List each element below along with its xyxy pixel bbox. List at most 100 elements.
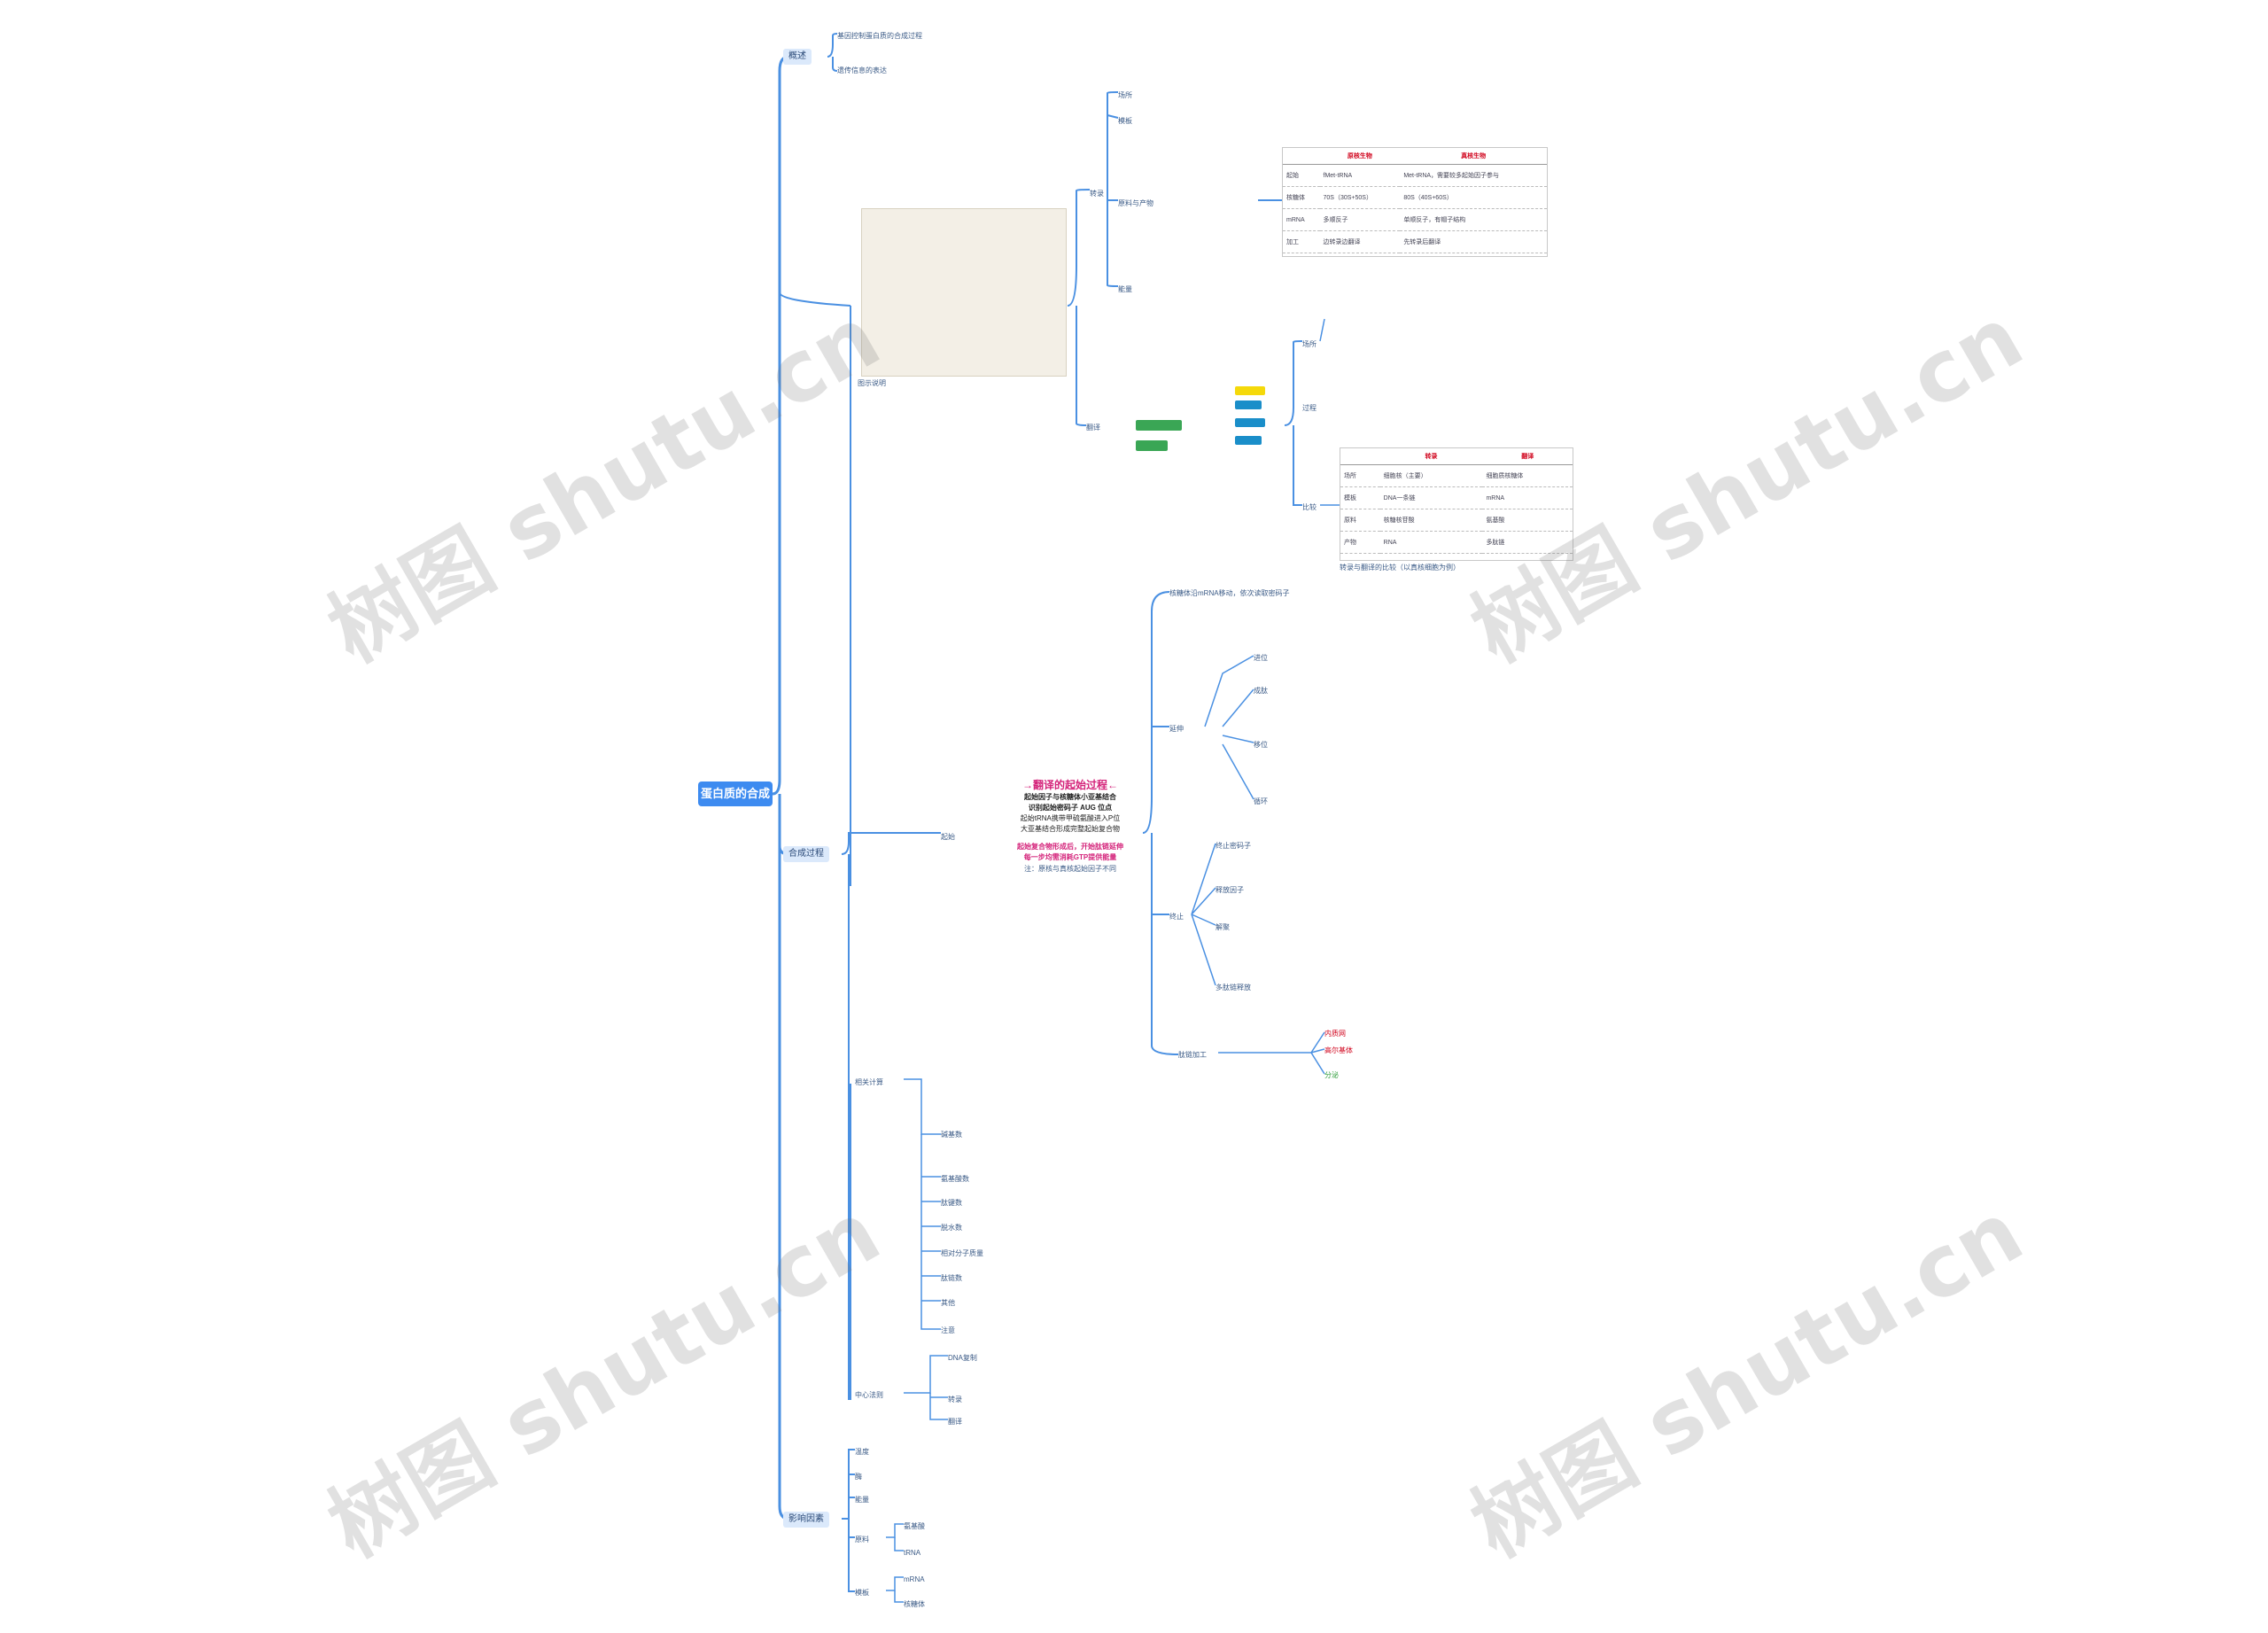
connector-line <box>904 1355 948 1394</box>
leaf-text: 解聚 <box>1216 923 1230 931</box>
connector-line <box>1284 340 1303 426</box>
connector-line <box>1191 914 1216 926</box>
table-header <box>1340 448 1380 465</box>
flow-box <box>1136 420 1182 431</box>
leaf-text: 相对分子质量 <box>941 1249 983 1257</box>
highlight-line: 每一步均需消耗GTP提供能量 <box>1023 853 1117 861</box>
highlight-line: 起始tRNA携带甲硫氨酸进入P位 <box>1020 814 1121 822</box>
leaf-text: 翻译 <box>948 1418 962 1426</box>
diagram-image <box>861 208 1067 377</box>
connector-line <box>894 1537 904 1551</box>
connector-line <box>1222 688 1254 727</box>
connector-line <box>842 1449 855 1520</box>
connector-line <box>1191 887 1216 915</box>
leaf-text: 模板 <box>855 1589 869 1597</box>
leaf-text: 多肽链释放 <box>1216 984 1251 991</box>
highlight-footer: 注：原核与真核起始因子不同 <box>1024 865 1116 873</box>
table-row: 加工边转录边翻译先转录后翻译 <box>1283 230 1547 253</box>
connector-line <box>1319 318 1325 342</box>
connector-line <box>1067 189 1091 307</box>
leaf-text: 核糖体沿mRNA移动，依次读取密码子 <box>1169 589 1290 597</box>
connector-line <box>1222 743 1254 800</box>
leaf-text: 释放因子 <box>1216 886 1244 894</box>
connector-line <box>1222 735 1254 743</box>
leaf-text: 移位 <box>1254 741 1268 749</box>
leaf-text: 肽键数 <box>941 1199 962 1207</box>
connector-line <box>886 1576 904 1591</box>
leaf-text: 比较 <box>1302 503 1317 511</box>
flow-box <box>1235 386 1265 395</box>
connector-line <box>1107 190 1119 287</box>
table-row: 原料核糖核苷酸氨基酸 <box>1340 509 1573 532</box>
connector-line <box>920 1134 941 1330</box>
table-header: 真核生物 <box>1400 148 1547 165</box>
leaf-text: 遗传信息的表达 <box>837 66 887 74</box>
leaf-text: 原料与产物 <box>1118 199 1153 207</box>
leaf-text: 能量 <box>855 1496 869 1504</box>
flow-box <box>1235 418 1265 427</box>
table-row: 场所细胞核（主要）细胞质核糖体 <box>1340 464 1573 487</box>
leaf-text: 中心法则 <box>855 1391 883 1399</box>
leaf-text: 转录 <box>1090 190 1104 198</box>
flow-box <box>1235 436 1262 445</box>
connector-line <box>1293 425 1302 506</box>
branch-node-3[interactable]: 合成过程 <box>783 846 829 862</box>
leaf-text: 温度 <box>855 1448 869 1456</box>
leaf-text: 延伸 <box>1169 725 1184 733</box>
connector-line <box>886 1523 904 1538</box>
leaf-text: 模板 <box>1118 117 1132 125</box>
connector-line <box>1151 833 1179 1055</box>
connector-line <box>929 1393 948 1420</box>
leaf-text: 高尔基体 <box>1324 1046 1353 1054</box>
leaf-text: 内质网 <box>1324 1030 1346 1038</box>
connector-line <box>1310 1048 1325 1054</box>
connector-line <box>1107 114 1119 119</box>
flow-box <box>1235 400 1262 409</box>
leaf-text: 终止 <box>1169 913 1184 921</box>
leaf-text: 转录 <box>948 1396 962 1404</box>
leaf-text: 成肽 <box>1254 687 1268 695</box>
leaf-text: 酶 <box>855 1473 862 1481</box>
leaf-text: 相关计算 <box>855 1078 883 1086</box>
leaf-text: 碱基数 <box>941 1131 962 1139</box>
leaf-text: 基因控制蛋白质的合成过程 <box>837 32 922 40</box>
leaf-text: 进位 <box>1254 654 1268 662</box>
leaf-text: 循环 <box>1254 797 1268 805</box>
connector-line <box>841 831 941 855</box>
leaf-text: 场所 <box>1302 340 1317 348</box>
highlight-line: 识别起始密码子 AUG 位点 <box>1028 804 1113 812</box>
connector-line <box>1204 655 1254 727</box>
connector-line <box>1142 591 1170 834</box>
connector-line <box>1218 1031 1325 1054</box>
leaf-text: 场所 <box>1118 91 1132 99</box>
connector-line <box>1310 1052 1325 1075</box>
leaf-text: 翻译 <box>1086 424 1100 432</box>
branch-node-4[interactable]: 影响因素 <box>783 1512 829 1528</box>
highlight-line: 起始因子与核糖体小亚基结合 <box>1024 793 1116 801</box>
connector-line <box>848 1519 855 1592</box>
leaf-text: 终止密码子 <box>1216 842 1251 850</box>
flow-box <box>1136 440 1168 451</box>
leaf-text: 氨基酸数 <box>941 1175 969 1183</box>
leaf-text: mRNA <box>904 1575 925 1583</box>
leaf-text: 肽链加工 <box>1178 1051 1207 1059</box>
table-header: 翻译 <box>1482 448 1573 465</box>
connector-line <box>904 1078 941 1135</box>
root-node[interactable]: 蛋白质的合成 <box>698 782 773 806</box>
connector-line <box>778 797 789 1520</box>
highlight-title: →翻译的起始过程← <box>1021 779 1118 791</box>
table-caption: 转录与翻译的比较（以真核细胞为例） <box>1340 564 1460 572</box>
leaf-text: tRNA <box>904 1549 921 1557</box>
table-header: 转录 <box>1379 448 1483 465</box>
leaf-text: 肽链数 <box>941 1274 962 1282</box>
highlight-line: 大亚基结合形成完整起始复合物 <box>1021 825 1120 833</box>
branch-node-1[interactable]: 概述 <box>783 49 812 65</box>
connector-line <box>1191 843 1216 915</box>
leaf-text: 能量 <box>1118 285 1132 293</box>
